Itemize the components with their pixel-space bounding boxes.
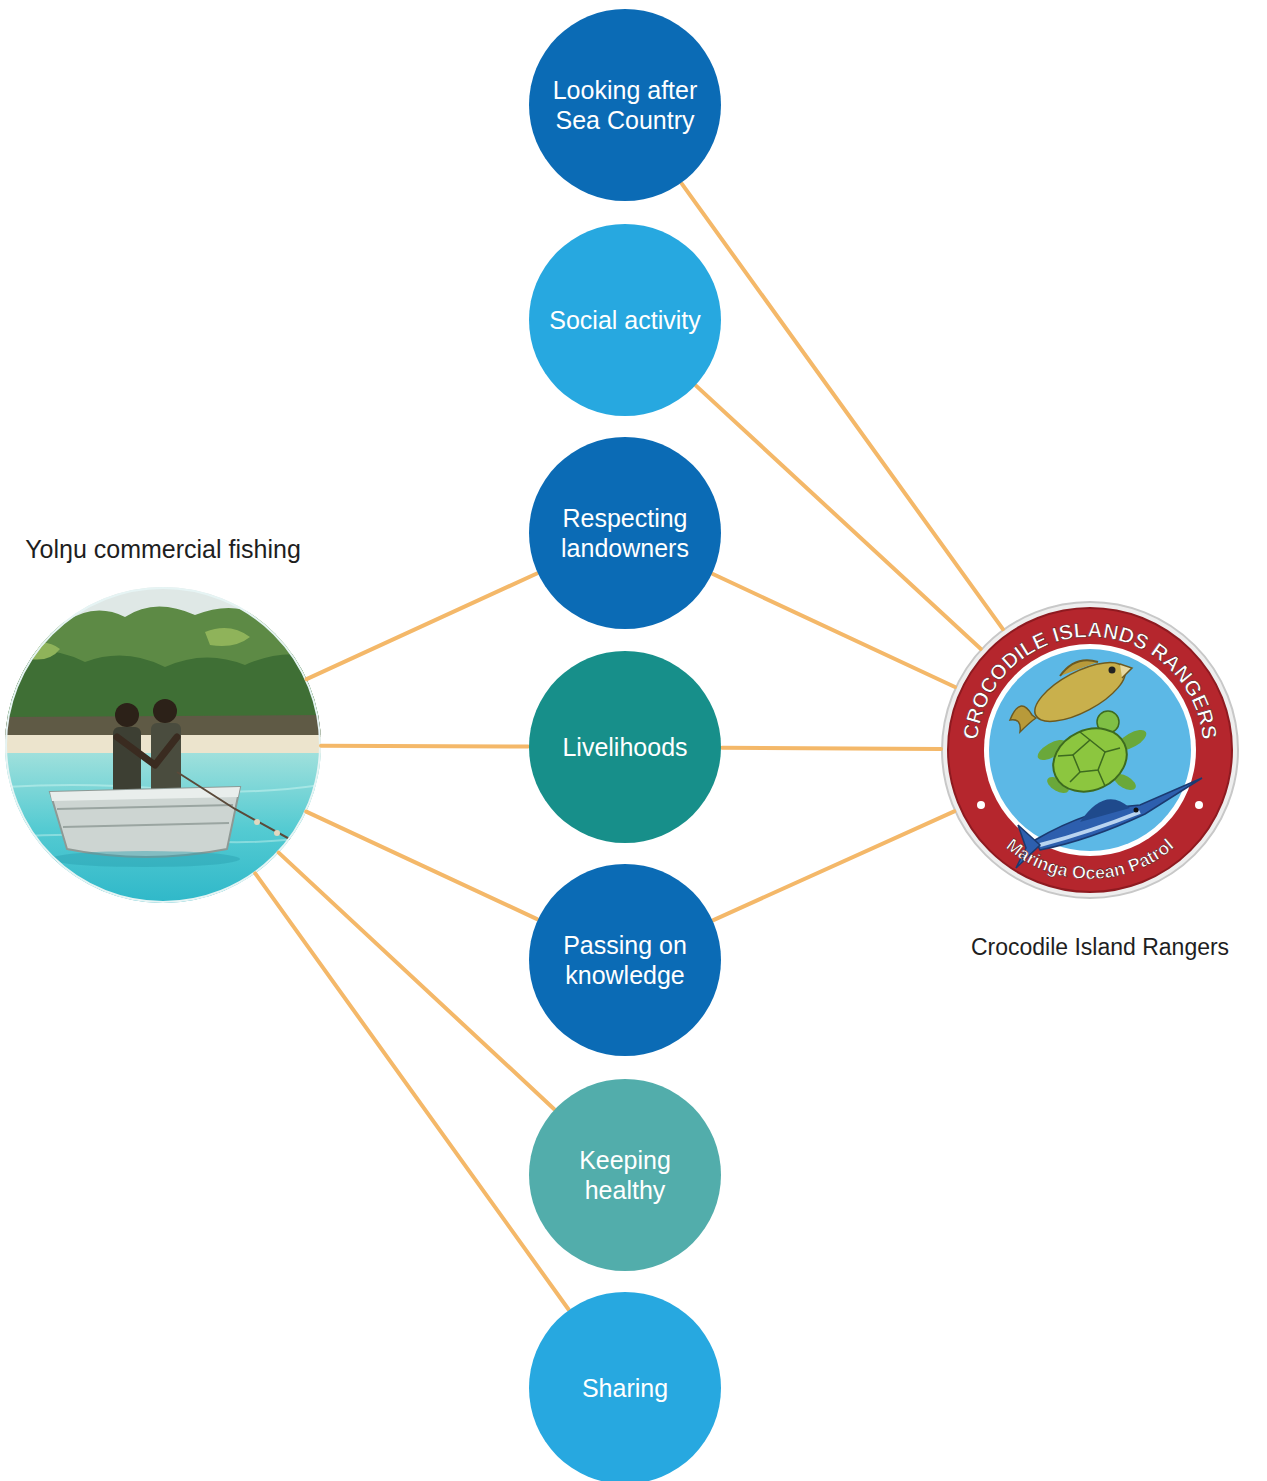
topic-label: Looking after Sea Country <box>545 75 705 136</box>
topic-label: Keeping healthy <box>545 1145 705 1206</box>
logo-dot <box>1195 801 1203 809</box>
logo-text-line: Maringa Ocean Patrol <box>1002 835 1177 883</box>
topic-circle: Respecting landowners <box>529 437 721 629</box>
logo-ring-text: CROCODILE ISLANDS RANGERS Maringa Ocean P… <box>940 600 1240 900</box>
node-caption: Crocodile Island Rangers <box>940 934 1260 962</box>
logo-text: CROCODILE ISLANDS RANGERS <box>958 618 1221 741</box>
connector-line <box>713 811 954 920</box>
connector-line <box>682 184 1003 629</box>
topic-circle: Livelihoods <box>529 651 721 843</box>
turtle-figure <box>1035 711 1150 803</box>
ranger-logo <box>940 600 1240 900</box>
logo-node: CROCODILE ISLANDS RANGERS Maringa Ocean P… <box>940 600 1260 980</box>
topic-circle: Looking after Sea Country <box>529 9 721 201</box>
connector-line <box>307 573 537 679</box>
fishing-photo <box>5 587 321 903</box>
topic-label: Passing on knowledge <box>545 930 705 991</box>
topic-circle: Passing on knowledge <box>529 864 721 1056</box>
connector-line <box>255 873 568 1309</box>
topic-label: Social activity <box>549 305 700 336</box>
connector-line <box>321 744 528 749</box>
connector-line <box>696 386 980 649</box>
topic-label: Respecting landowners <box>545 503 705 564</box>
topic-circle: Sharing <box>529 1292 721 1481</box>
fish-figure <box>1010 651 1134 733</box>
logo-outline <box>942 602 1238 898</box>
connector-line <box>306 812 537 919</box>
topic-label: Livelihoods <box>562 732 687 763</box>
logo-text: Maringa Ocean Patrol <box>1002 835 1177 883</box>
connector-line <box>279 853 554 1109</box>
photo-outline <box>6 588 320 902</box>
connector-line <box>713 574 955 687</box>
photo-scene <box>5 587 321 903</box>
node-heading: Yolŋu commercial fishing <box>0 526 326 564</box>
topic-circle: Social activity <box>529 224 721 416</box>
photo-node: Yolŋu commercial fishing <box>0 526 326 906</box>
topic-label: Sharing <box>582 1373 668 1404</box>
logo-dot <box>977 801 985 809</box>
topic-circle: Keeping healthy <box>529 1079 721 1271</box>
connector-line <box>722 748 941 749</box>
logo-text-line: CROCODILE ISLANDS RANGERS <box>958 618 1221 741</box>
